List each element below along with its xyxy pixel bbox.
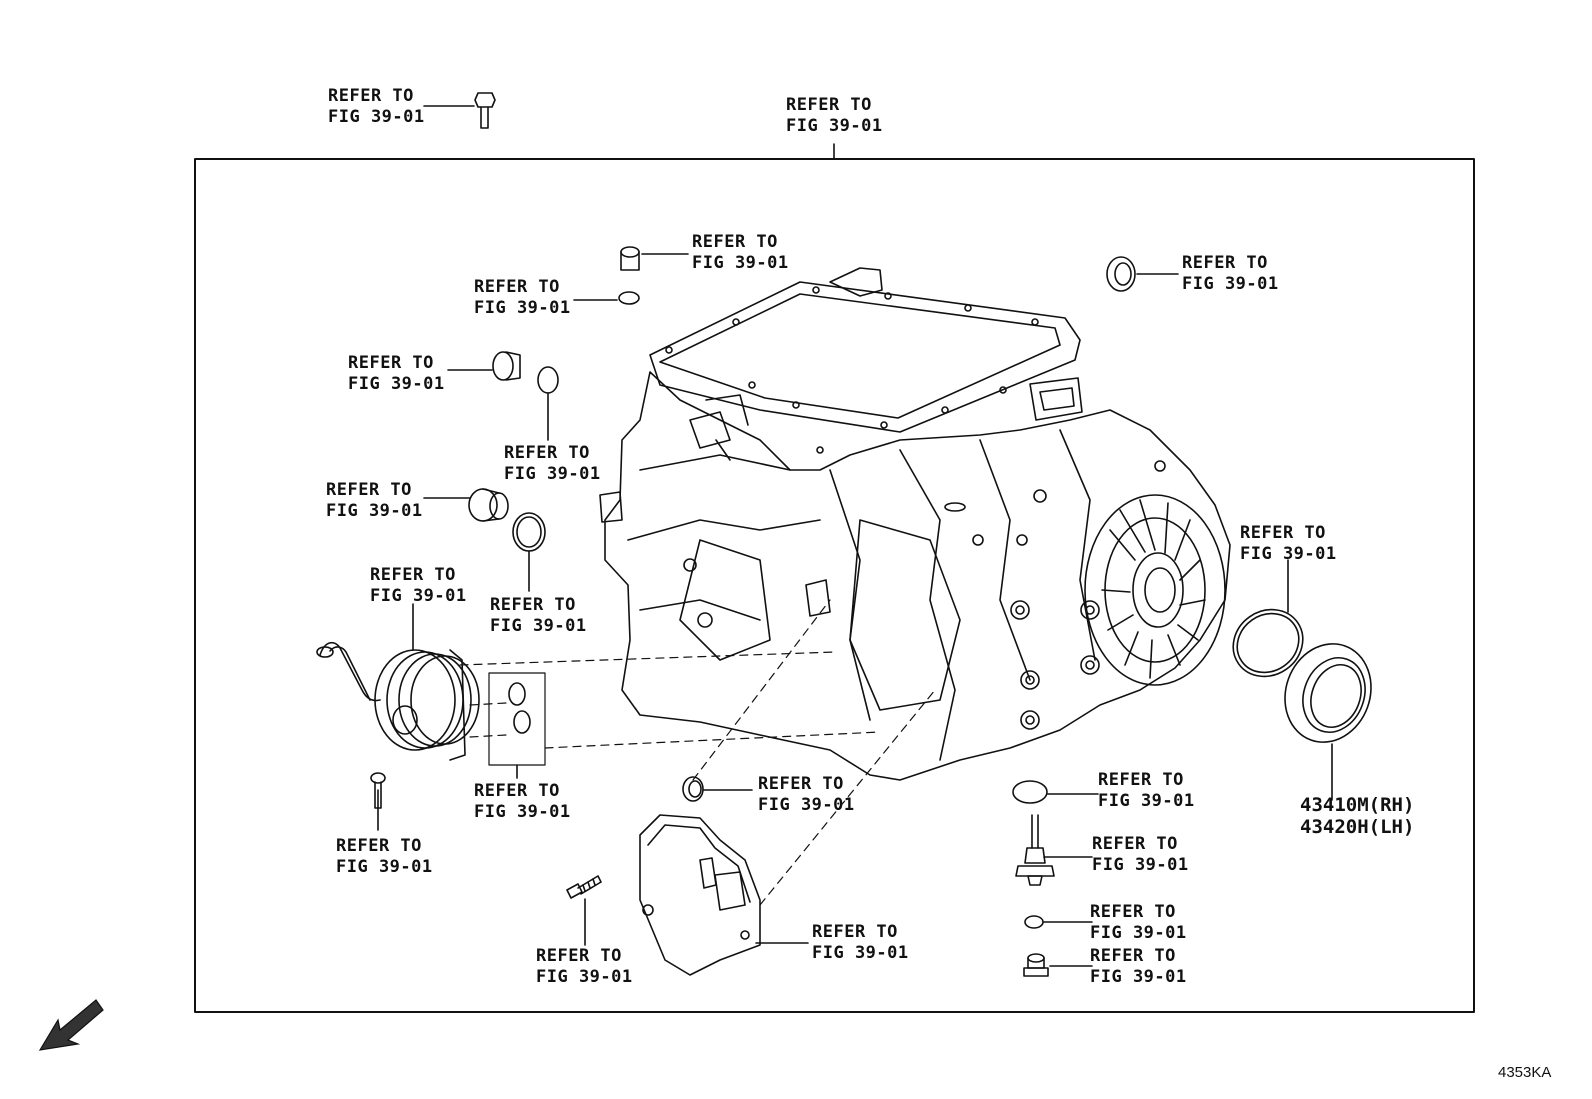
- oring-icon: [508, 682, 526, 706]
- oring-icon: [537, 366, 559, 394]
- plug-icon: [468, 488, 509, 522]
- dipstick-icon: [1015, 814, 1055, 886]
- orings-bracket: [488, 672, 546, 766]
- drain-plug-icon: [1023, 953, 1049, 977]
- oring-icon: [1232, 608, 1304, 678]
- transaxle-housing: [599, 267, 1231, 781]
- oil-cooler-icon: [316, 641, 480, 761]
- plug-icon: [492, 351, 521, 381]
- oring-icon: [618, 291, 640, 305]
- figure-code: 4353KA: [1498, 1064, 1552, 1081]
- washer-icon: [1024, 915, 1044, 929]
- oil-seal-icon: [1106, 256, 1136, 292]
- oring-icon: [513, 710, 531, 734]
- fwd-arrow-icon: [38, 999, 104, 1051]
- oil-seal-icon: [1284, 643, 1372, 743]
- bolt-icon: [474, 92, 496, 129]
- part-number-label: 43410M(RH)43420H(LH): [1300, 794, 1415, 838]
- gasket-icon: [1012, 780, 1048, 804]
- plug-icon: [620, 246, 640, 271]
- cover-icon: [639, 814, 761, 976]
- oil-seal-icon: [682, 776, 704, 802]
- bolt-icon: [566, 875, 602, 899]
